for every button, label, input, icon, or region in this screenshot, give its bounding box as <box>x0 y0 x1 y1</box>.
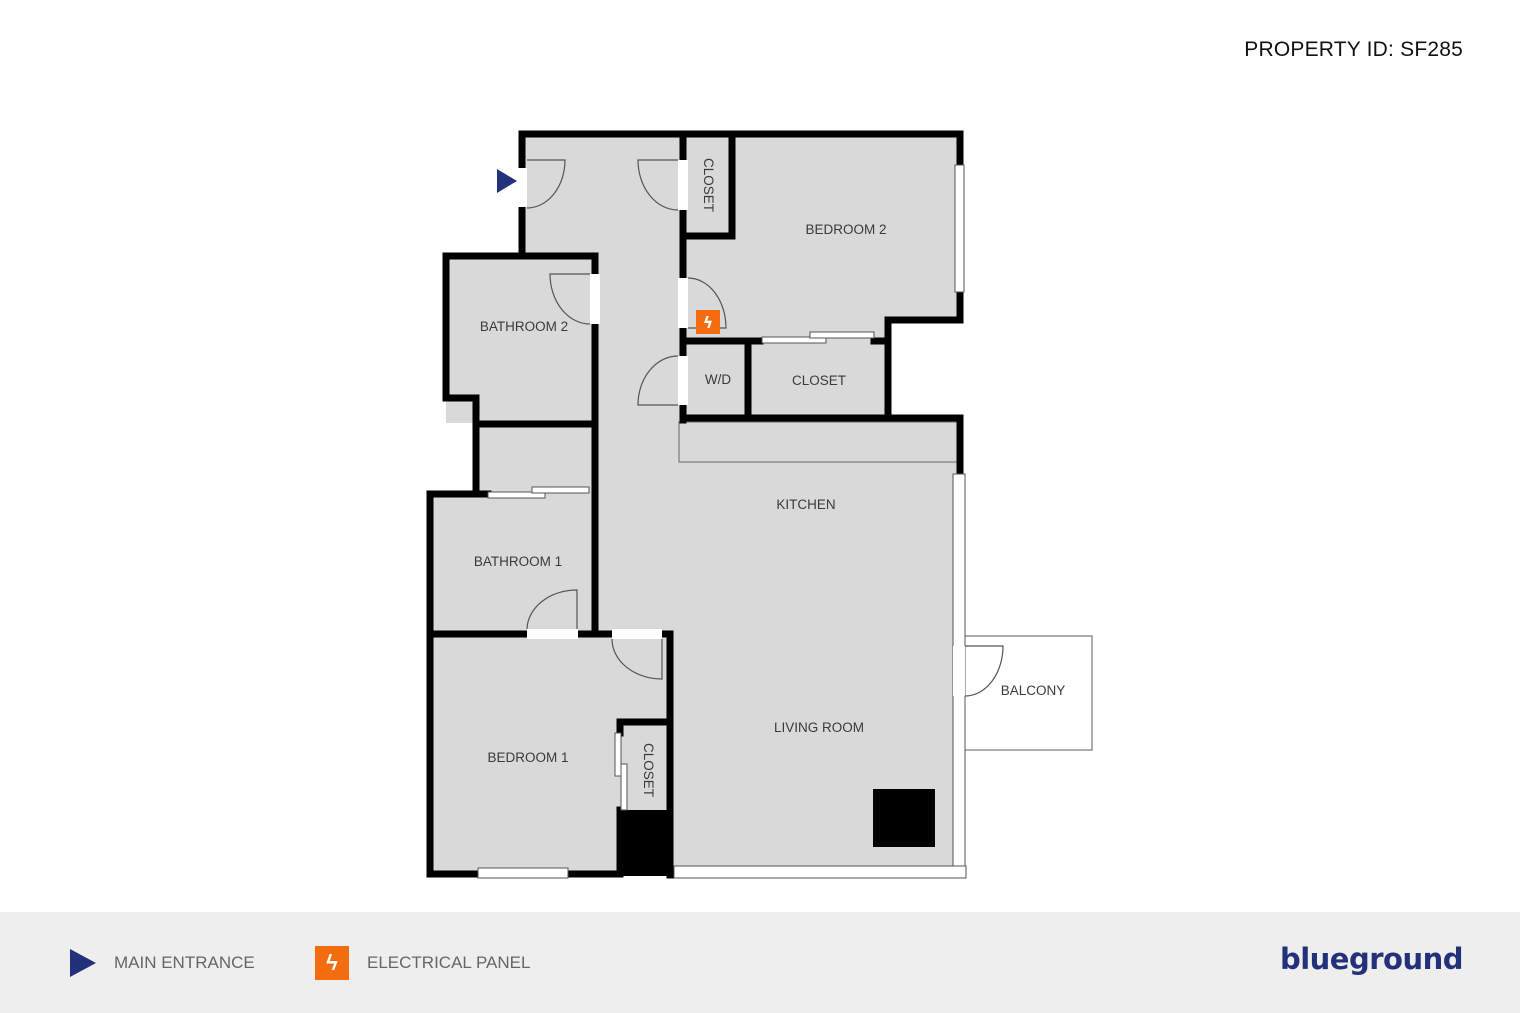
exterior-notch <box>890 320 965 418</box>
legend-item-main-entrance: MAIN ENTRANCE <box>70 912 255 1013</box>
room-label-balcony: BALCONY <box>1001 683 1066 698</box>
kitchen-counter <box>678 421 958 463</box>
room-label-living-room: LIVING ROOM <box>774 720 864 735</box>
room-label-kitchen: KITCHEN <box>776 497 835 512</box>
room-label-closet-hall: CLOSET <box>701 158 716 212</box>
electrical-panel-icon: ϟ <box>696 310 720 334</box>
property-id: PROPERTY ID: SF285 <box>1244 38 1463 61</box>
doors <box>517 159 1004 697</box>
room-label-bedroom-1: BEDROOM 1 <box>487 750 568 765</box>
room-label-closet-bedroom-1: CLOSET <box>641 743 656 797</box>
floor-plan: ϟ BEDROOM 2 BATHROOM 2 W/D CLOSET KITCHE… <box>426 130 1093 879</box>
room-label-bathroom-1: BATHROOM 1 <box>474 554 562 569</box>
balcony-outline <box>963 635 1093 751</box>
main-entrance-icon <box>497 169 517 193</box>
room-label-bathroom-2: BATHROOM 2 <box>480 319 568 334</box>
structural-column <box>620 810 672 876</box>
structural-column <box>873 789 935 847</box>
legend-footer: MAIN ENTRANCE ϟ ELECTRICAL PANEL bluegro… <box>0 912 1520 1013</box>
svg-text:ϟ: ϟ <box>703 313 714 332</box>
sliding-doors <box>487 331 875 811</box>
room-label-wd: W/D <box>705 372 731 387</box>
legend-label: MAIN ENTRANCE <box>114 952 255 972</box>
legend-item-electrical-panel: ϟ ELECTRICAL PANEL <box>315 912 530 1013</box>
room-label-closet-bedroom-2: CLOSET <box>792 373 846 388</box>
room-label-bedroom-2: BEDROOM 2 <box>805 222 886 237</box>
main-entrance-triangle-icon <box>70 948 96 977</box>
brand-logo: blueground <box>1279 942 1464 976</box>
electrical-panel-bolt-icon: ϟ <box>315 945 349 980</box>
legend-label: ELECTRICAL PANEL <box>367 952 531 972</box>
